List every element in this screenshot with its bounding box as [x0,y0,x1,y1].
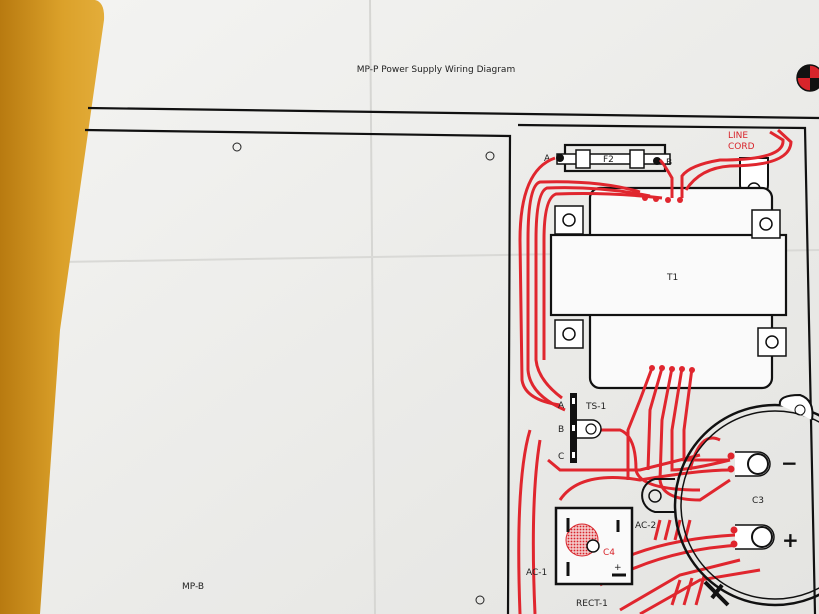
rect-plus-label: + [614,563,622,573]
mount-hole [475,595,485,605]
ts1-terminal-c: C [558,452,564,462]
transformer-t1 [549,186,788,390]
diagram-title: MP-P Power Supply Wiring Diagram [357,65,515,75]
c4-label: C4 [603,548,615,558]
mount-hole [485,151,495,161]
ac1-label: AC-1 [526,568,547,578]
line-cord-label-2: CORD [728,142,755,152]
ts1-terminal-a: A [558,401,565,411]
c3-plus-label: + [782,528,799,552]
board-label: MP-B [182,582,204,592]
capacitor-c3 [673,393,819,607]
line-cord-label-1: LINE [728,131,748,141]
c3-label: C3 [752,496,764,506]
rectifier-rect1 [554,506,634,586]
fuse-terminal-b: B [666,158,672,168]
ts1-terminal-b: B [558,425,564,435]
paper-fold [369,0,376,614]
chassis-outline [517,123,817,614]
standoff-nut [641,478,675,513]
fuse-label: F2 [603,155,614,165]
chassis-top-edge [87,106,819,120]
mount-hole [232,142,242,152]
fuse-terminal-a: A [544,154,551,164]
ts1-label: TS-1 [585,402,606,412]
board-outline [84,128,512,614]
transformer-label: T1 [666,273,678,283]
rect1-label: RECT-1 [576,599,608,609]
registration-mark-icon [796,64,819,92]
fuse-f2 [556,143,671,173]
terminal-strip-ts1 [570,393,602,463]
yellow-folder [0,0,105,614]
ac2-label: AC-2 [635,521,656,531]
c3-minus-label: − [781,451,798,475]
